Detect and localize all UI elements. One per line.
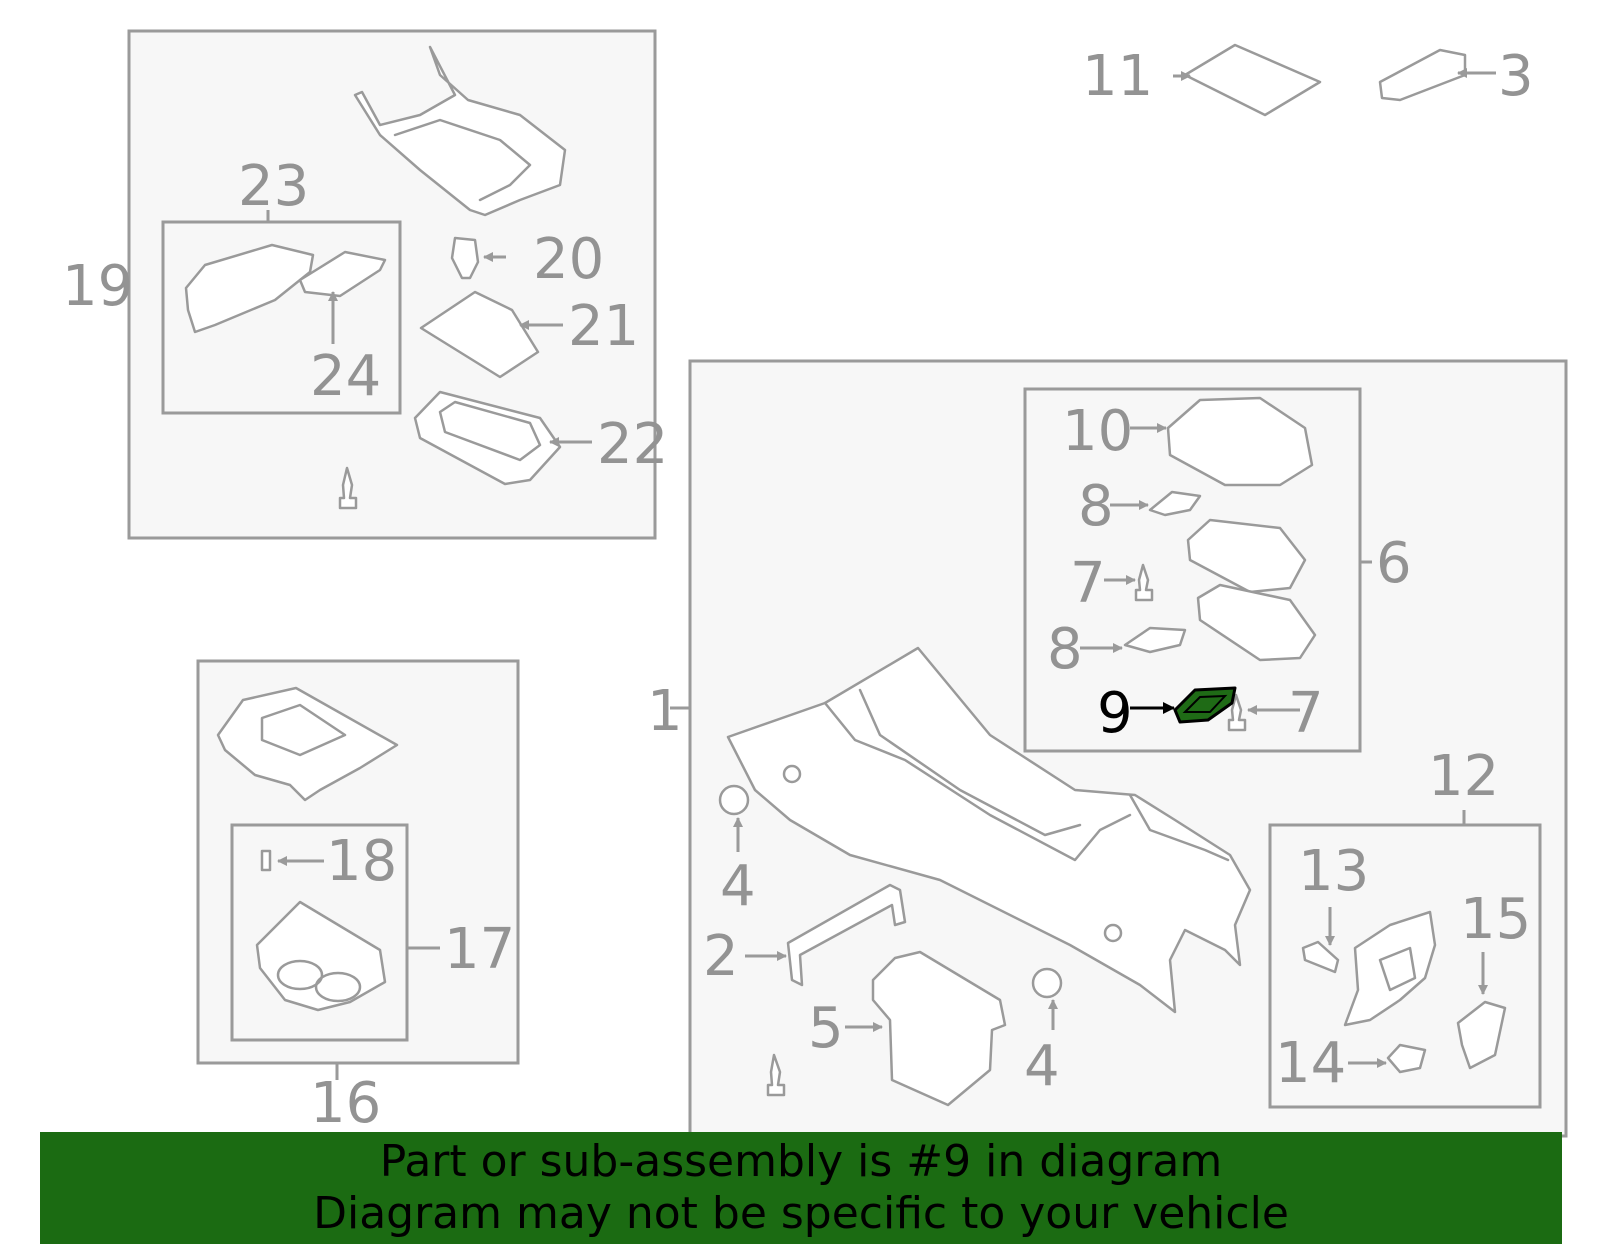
callout-12[interactable]: 12 [1428,744,1499,809]
callout-23[interactable]: 23 [238,154,309,219]
screw-part-7-lower[interactable] [1227,693,1247,732]
callout-19[interactable]: 19 [62,254,133,319]
trim-panel-part-16[interactable] [216,686,399,802]
callout-9[interactable]: 9 [1097,681,1133,746]
callout-8-upper[interactable]: 8 [1078,474,1114,539]
callout-5[interactable]: 5 [808,996,844,1061]
callout-7-upper[interactable]: 7 [1070,551,1106,616]
callout-18[interactable]: 18 [326,829,397,894]
bracket-part-3[interactable] [1378,48,1467,102]
grommet-part-4-right[interactable] [1031,967,1063,999]
callout-21[interactable]: 21 [568,294,639,359]
callout-15[interactable]: 15 [1460,887,1531,952]
group-16-panel [196,659,520,1065]
hinge-part-8-lower[interactable] [1123,626,1187,654]
hinge-part-8-upper[interactable] [1148,490,1202,517]
console-panel-part-23[interactable] [184,243,315,334]
storage-tray-lower[interactable] [1196,583,1317,662]
group-1-panel [688,359,1568,1138]
bracket-part-2[interactable] [786,883,907,987]
callout-2[interactable]: 2 [703,924,739,989]
callout-8-lower[interactable]: 8 [1047,617,1083,682]
banner-line-1: Part or sub-assembly is #9 in diagram [379,1136,1223,1187]
clip-part-20[interactable] [450,236,480,280]
callout-labels: 11 3 23 20 19 21 24 22 10 8 6 7 8 9 7 1 … [62,44,1534,1136]
tray-part-22[interactable] [413,390,562,486]
group-19-panel [127,29,657,540]
callout-14[interactable]: 14 [1275,1031,1346,1096]
callout-20[interactable]: 20 [533,227,604,292]
callout-17[interactable]: 17 [444,917,515,982]
leader-lines [122,68,1496,1080]
info-banner: Part or sub-assembly is #9 in diagram Di… [40,1132,1562,1244]
callout-24[interactable]: 24 [310,344,381,409]
callout-11[interactable]: 11 [1082,44,1153,109]
callout-22[interactable]: 22 [597,412,668,477]
callout-1[interactable]: 1 [647,679,683,744]
pin-part-18[interactable] [260,849,272,872]
screw-icon [338,466,358,510]
armrest-lid-part-10[interactable] [1166,396,1314,487]
callout-4-left[interactable]: 4 [720,854,756,919]
nut-part-14[interactable] [1386,1043,1427,1074]
shift-boot-part-21[interactable] [419,290,540,379]
callout-4-right[interactable]: 4 [1024,1034,1060,1099]
callout-16[interactable]: 16 [310,1071,381,1136]
storage-tray-upper[interactable] [1186,518,1307,594]
cover-part-24[interactable] [298,250,387,298]
grommet-part-4-left[interactable] [718,784,750,816]
callout-7-lower[interactable]: 7 [1288,681,1324,746]
callout-6[interactable]: 6 [1376,531,1412,596]
callout-13[interactable]: 13 [1298,839,1369,904]
shifter-bezel-part[interactable] [353,45,567,217]
callout-10[interactable]: 10 [1062,399,1133,464]
console-body-part-1[interactable] [726,646,1252,1014]
cover-part-15[interactable] [1456,1000,1507,1070]
storage-bin-part-5[interactable] [871,950,1007,1107]
cupholder-part-17[interactable] [255,900,387,1012]
callout-3[interactable]: 3 [1498,44,1534,109]
banner-line-2: Diagram may not be specific to your vehi… [313,1188,1289,1239]
screw-icon [766,1053,786,1097]
mat-part-11[interactable] [1183,43,1322,117]
cover-panel-part-12[interactable] [1343,910,1437,1027]
clip-part-13[interactable] [1301,940,1340,974]
screw-part-7-upper[interactable] [1134,563,1154,602]
